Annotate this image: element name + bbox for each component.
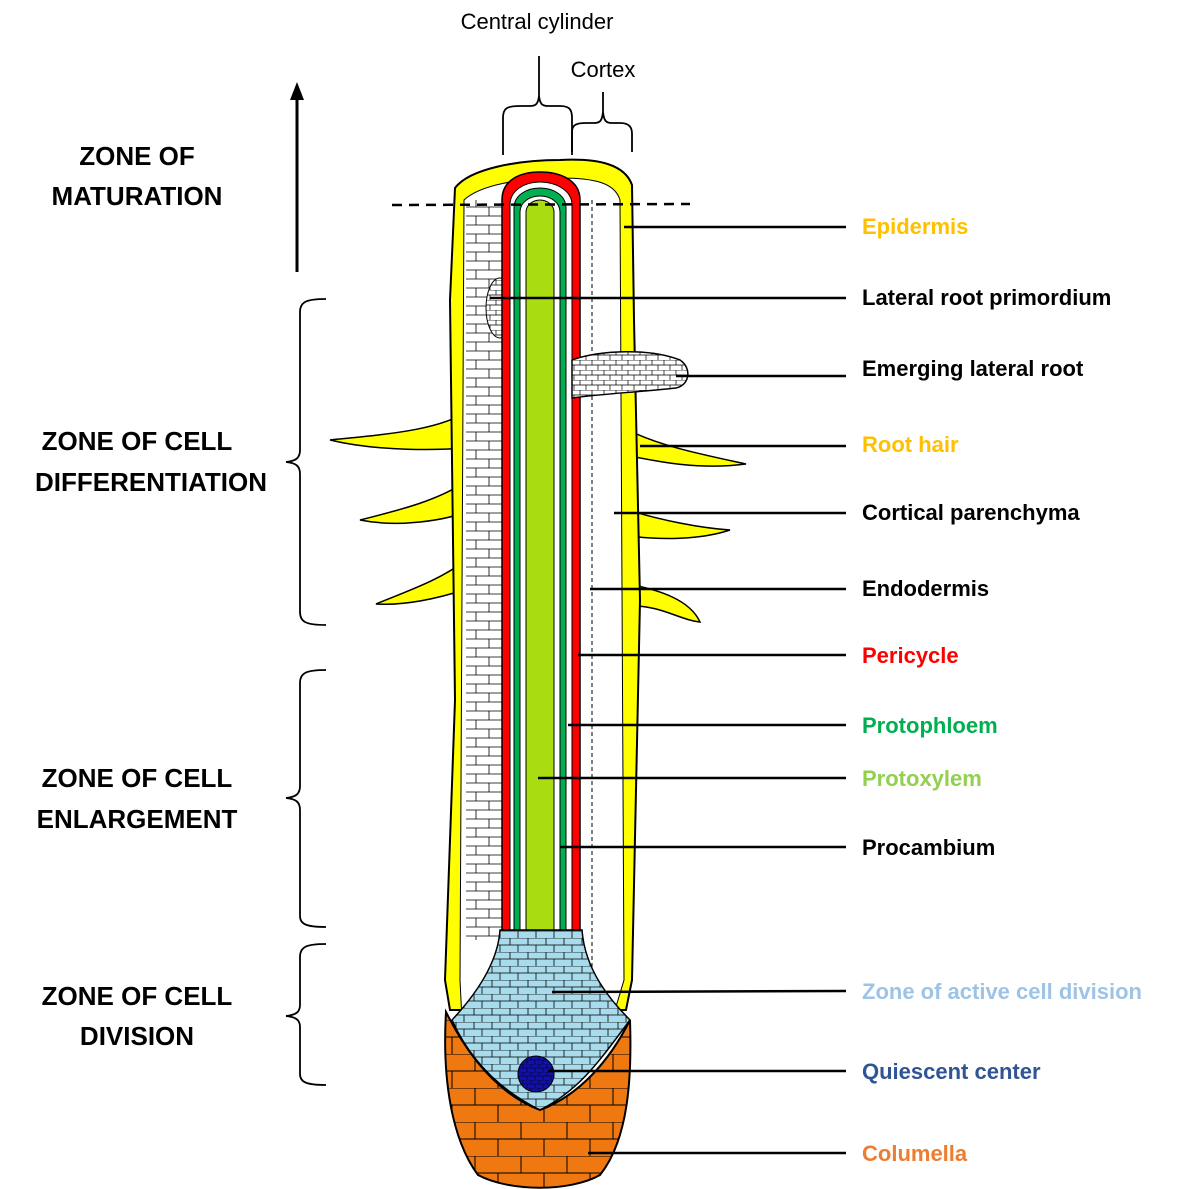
quiescent-center xyxy=(518,1056,554,1092)
label-quiescent-center: Quiescent center xyxy=(862,1059,1041,1084)
emerging-lateral-root xyxy=(572,352,688,398)
label-procambium: Procambium xyxy=(862,835,995,860)
zone-division-label: ZONE OF CELL DIVISION xyxy=(42,981,233,1051)
zone-maturation-label: ZONE OF MATURATION xyxy=(52,141,223,211)
svg-text:DIVISION: DIVISION xyxy=(80,1021,194,1051)
label-cortical-parenchyma: Cortical parenchyma xyxy=(862,500,1080,525)
label-endodermis: Endodermis xyxy=(862,576,989,601)
bracket-cortex xyxy=(572,92,632,152)
label-pericycle: Pericycle xyxy=(862,643,959,668)
svg-text:ZONE OF: ZONE OF xyxy=(79,141,195,171)
label-protoxylem: Protoxylem xyxy=(862,766,982,791)
label-epidermis: Epidermis xyxy=(862,214,968,239)
label-protophloem: Protophloem xyxy=(862,713,998,738)
svg-text:ENLARGEMENT: ENLARGEMENT xyxy=(37,804,238,834)
bracket-central-cylinder xyxy=(503,56,572,155)
svg-text:DIFFERENTIATION: DIFFERENTIATION xyxy=(35,467,267,497)
label-columella: Columella xyxy=(862,1141,968,1166)
svg-text:ZONE OF CELL: ZONE OF CELL xyxy=(42,981,233,1011)
cortex-label: Cortex xyxy=(571,57,636,82)
zone-enlargement-label: ZONE OF CELL ENLARGEMENT xyxy=(37,763,238,834)
svg-text:ZONE OF CELL: ZONE OF CELL xyxy=(42,763,233,793)
label-root-hair: Root hair xyxy=(862,432,959,457)
central-cylinder-label: Central cylinder xyxy=(461,9,614,34)
svg-text:ZONE OF CELL: ZONE OF CELL xyxy=(42,426,233,456)
bracket-enlargement xyxy=(286,670,326,927)
bracket-division xyxy=(286,944,326,1085)
stele xyxy=(502,172,580,930)
bracket-differentiation xyxy=(286,299,326,625)
svg-text:MATURATION: MATURATION xyxy=(52,181,223,211)
up-arrow-icon xyxy=(290,82,304,272)
label-emerging-lateral-root: Emerging lateral root xyxy=(862,356,1084,381)
zone-differentiation-label: ZONE OF CELL DIFFERENTIATION xyxy=(35,426,267,497)
label-zone-active-cell-division: Zone of active cell division xyxy=(862,979,1142,1004)
label-lateral-root-primordium: Lateral root primordium xyxy=(862,285,1111,310)
